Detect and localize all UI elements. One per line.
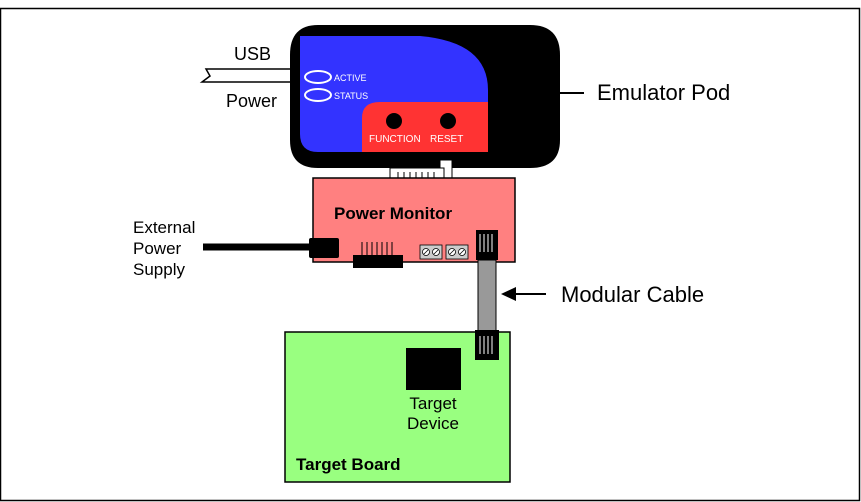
target-board-label: Target Board <box>296 455 401 474</box>
usb-label: USB <box>234 44 271 64</box>
supply-label: Supply <box>133 260 185 279</box>
power-monitor-label: Power Monitor <box>334 204 452 223</box>
modular-connector-icon <box>475 330 499 360</box>
external-power-cable <box>203 238 339 258</box>
monitor-header-connector <box>353 242 403 268</box>
modular-cable-label: Modular Cable <box>561 282 704 307</box>
status-led-icon <box>304 88 332 102</box>
function-button-label: FUNCTION <box>369 134 421 145</box>
reset-button-label: RESET <box>430 134 463 145</box>
modular-cable <box>477 259 497 333</box>
emulator-pod: ACTIVE STATUS FUNCTION RESET <box>290 25 560 179</box>
screw-terminal-icon <box>419 244 469 260</box>
target-device-label-line2: Device <box>407 414 459 433</box>
emulator-pod-label: Emulator Pod <box>597 80 730 105</box>
figure-border <box>0 7 861 502</box>
power-label: Power <box>226 91 277 111</box>
target-device-chip <box>406 348 461 390</box>
status-led-label: STATUS <box>334 91 368 101</box>
target-board <box>284 331 511 483</box>
external-power-label: Power <box>133 239 182 258</box>
active-led-label: ACTIVE <box>334 73 367 83</box>
left-arrow-icon <box>501 287 546 301</box>
active-led-icon <box>304 70 332 84</box>
modular-connector-icon <box>476 230 498 260</box>
left-arrow-icon <box>541 86 584 100</box>
external-label: External <box>133 218 195 237</box>
usb-power-cable <box>199 68 297 83</box>
target-device-label-line1: Target <box>409 394 457 413</box>
function-button[interactable] <box>386 113 402 129</box>
reset-button[interactable] <box>440 113 456 129</box>
